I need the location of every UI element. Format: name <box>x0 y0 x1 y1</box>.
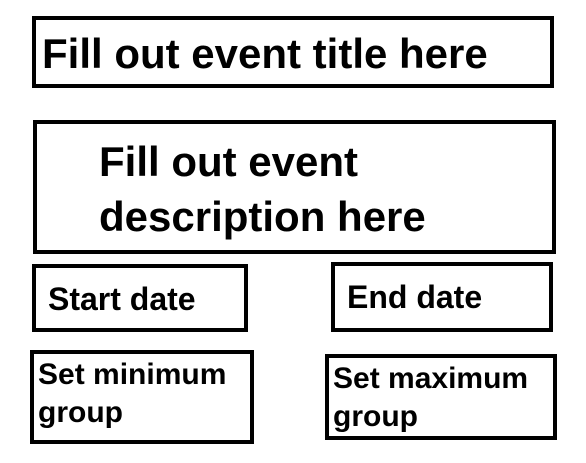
minimum-group-label: Set minimum group <box>38 358 227 429</box>
end-date-label: End date <box>347 279 483 315</box>
maximum-group-label: Set maximum group <box>333 362 529 433</box>
event-description-field[interactable]: Fill out event description here <box>33 120 556 254</box>
start-date-field[interactable]: Start date <box>32 264 248 332</box>
minimum-group-field[interactable]: Set minimum group <box>30 350 254 444</box>
event-description-placeholder: Fill out event description here <box>99 138 426 240</box>
end-date-field[interactable]: End date <box>331 262 553 332</box>
maximum-group-field[interactable]: Set maximum group <box>325 354 557 440</box>
start-date-label: Start date <box>48 281 196 317</box>
event-title-field[interactable]: Fill out event title here <box>32 16 554 88</box>
event-title-placeholder: Fill out event title here <box>42 30 488 77</box>
